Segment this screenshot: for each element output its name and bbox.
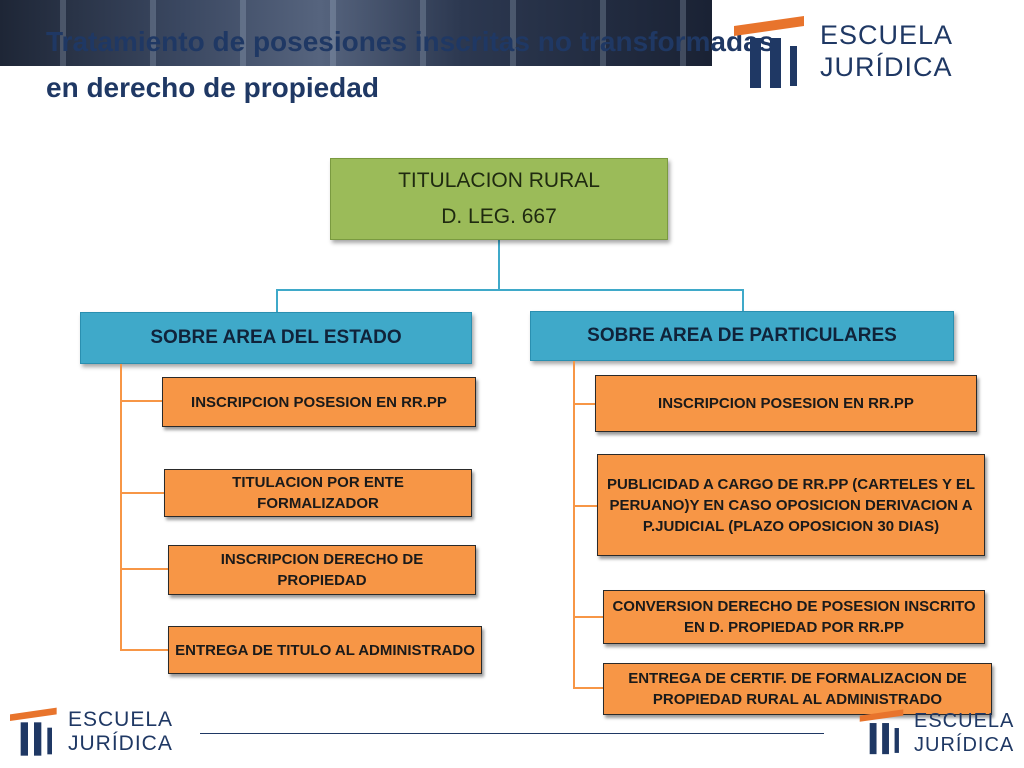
connector-line [573, 403, 596, 405]
connector-line [120, 492, 165, 494]
logo-mark-icon [10, 707, 57, 756]
logo-text-line-1: ESCUELA [820, 20, 954, 50]
branch-node-label: SOBRE AREA DE PARTICULARES [587, 325, 897, 346]
leaf-node-left-1: INSCRIPCION POSESION EN RR.PP [162, 377, 476, 427]
logo-text-line-2: JURÍDICA [914, 734, 1015, 756]
logo-mark-icon [859, 709, 904, 755]
slide-title-line-1: Tratamiento de posesiones inscritas no t… [46, 26, 775, 57]
slide-title-line-2: en derecho de propiedad [46, 72, 379, 103]
leaf-node-text: PUBLICIDAD A CARGO DE RR.PP (CARTELES Y … [606, 475, 976, 535]
connector-line [120, 649, 169, 651]
connector-line [573, 687, 604, 689]
footer-logo-left: ESCUELA JURÍDICA [6, 704, 191, 762]
footer-divider [200, 733, 824, 734]
connector-line [276, 289, 278, 312]
connector-line [120, 364, 122, 650]
root-node-title: TITULACION RURAL [398, 169, 600, 193]
leaf-node-text: ENTREGA DE CERTIF. DE FORMALIZACION DE P… [628, 670, 967, 708]
connector-line [276, 289, 744, 291]
leaf-node-left-3: INSCRIPCION DERECHO DE PROPIEDAD [168, 545, 476, 595]
root-node-subtitle: D. LEG. 667 [441, 205, 557, 228]
leaf-node-left-4: ENTREGA DE TITULO AL ADMINISTRADO [168, 626, 482, 674]
leaf-node-right-2: PUBLICIDAD A CARGO DE RR.PP (CARTELES Y … [597, 454, 985, 556]
leaf-node-text: INSCRIPCION DERECHO DE PROPIEDAD [220, 551, 424, 589]
root-node-titulacion-rural: TITULACION RURAL D. LEG. 667 [330, 158, 668, 240]
connector-line [573, 361, 575, 689]
connector-line [573, 505, 598, 507]
leaf-node-text: INSCRIPCION POSESION EN RR.PP [658, 395, 914, 412]
escuela-juridica-logo: ESCUELA JURÍDICA [728, 14, 978, 94]
leaf-node-text: ENTREGA DE TITULO AL ADMINISTRADO [175, 641, 475, 659]
connector-line [742, 289, 744, 311]
logo-text-line-2: JURÍDICA [68, 732, 173, 755]
connector-line [120, 400, 163, 402]
branch-node-area-estado: SOBRE AREA DEL ESTADO [80, 312, 472, 364]
connector-line [498, 240, 500, 290]
connector-line [573, 616, 604, 618]
header-banner-image [0, 0, 712, 66]
leaf-node-text: CONVERSION DERECHO DE POSESION INSCRITO … [612, 598, 976, 636]
logo-text-line-2: JURÍDICA [820, 52, 953, 82]
leaf-node-text: INSCRIPCION POSESION EN RR.PP [191, 393, 447, 411]
leaf-node-text: TITULACION POR ENTE FORMALIZADOR [232, 474, 404, 512]
footer-logo-right: ESCUELA JURÍDICA [856, 706, 1022, 764]
connector-line [120, 568, 169, 570]
branch-node-label: SOBRE AREA DEL ESTADO [150, 327, 402, 348]
logo-text-line-1: ESCUELA [68, 708, 174, 731]
leaf-node-right-1: INSCRIPCION POSESION EN RR.PP [595, 375, 977, 432]
leaf-node-right-3: CONVERSION DERECHO DE POSESION INSCRITO … [603, 590, 985, 644]
branch-node-area-particulares: SOBRE AREA DE PARTICULARES [530, 311, 954, 361]
logo-mark-icon [734, 16, 804, 88]
leaf-node-left-2: TITULACION POR ENTE FORMALIZADOR [164, 469, 472, 517]
logo-text-line-1: ESCUELA [914, 710, 1015, 732]
leaf-node-right-4: ENTREGA DE CERTIF. DE FORMALIZACION DE P… [603, 663, 992, 715]
